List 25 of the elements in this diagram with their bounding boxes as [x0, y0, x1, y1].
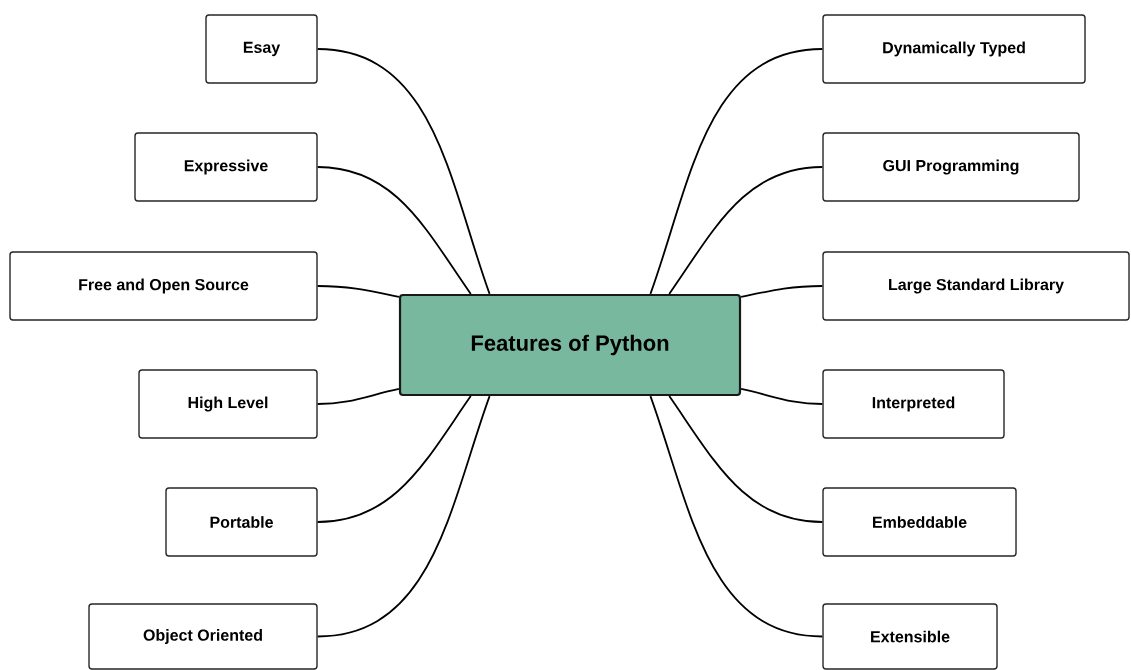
- connector-curve: [316, 395, 491, 638]
- feature-box: GUI Programming: [822, 132, 1080, 202]
- connector-curve: [740, 285, 824, 298]
- connector-curve: [649, 48, 824, 295]
- connector-curve: [316, 48, 491, 295]
- connector-curve: [668, 166, 824, 295]
- feature-box: High Level: [138, 369, 318, 439]
- connector-curve: [740, 388, 824, 405]
- feature-box: Embeddable: [822, 487, 1017, 557]
- connector-curve: [649, 395, 824, 638]
- feature-box: Large Standard Library: [822, 251, 1130, 321]
- connector-curve: [316, 166, 472, 295]
- connector-curve: [316, 388, 400, 405]
- connector-curve: [668, 395, 824, 523]
- feature-box: Expressive: [134, 132, 318, 202]
- feature-box: Esay: [205, 14, 318, 84]
- connector-curve: [316, 285, 400, 298]
- feature-box: Portable: [165, 487, 318, 557]
- title-box: Features of Python: [398, 293, 742, 397]
- feature-box: Object Oriented: [88, 603, 318, 670]
- feature-box: Extensible: [822, 603, 998, 670]
- feature-box: Dynamically Typed: [822, 14, 1086, 84]
- feature-box: Free and Open Source: [9, 251, 318, 321]
- feature-box: Interpreted: [822, 369, 1005, 439]
- connector-curve: [316, 395, 472, 523]
